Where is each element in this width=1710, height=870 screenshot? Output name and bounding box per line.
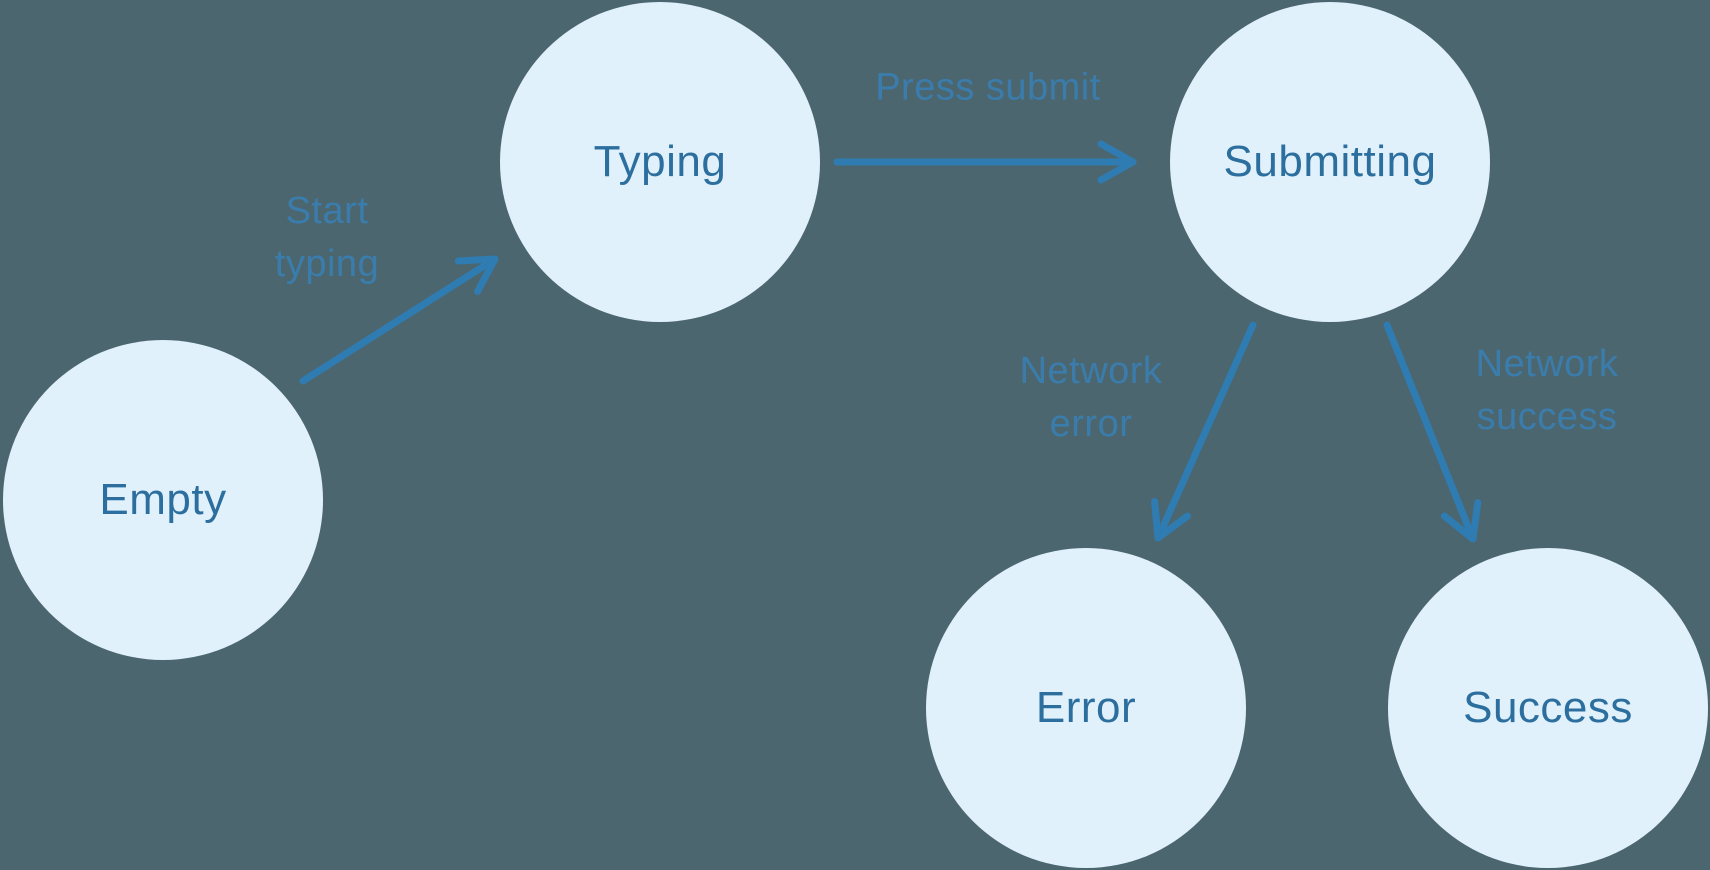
- state-node-label: Error: [1035, 683, 1137, 732]
- edge-label-network-success: Network success: [1475, 343, 1619, 438]
- state-node-label: Empty: [99, 475, 227, 524]
- state-node-success: Success: [1388, 548, 1708, 868]
- edge-label-press-submit: Press submit: [875, 66, 1101, 109]
- state-node-empty: Empty: [3, 340, 323, 660]
- state-node-label: Success: [1463, 683, 1633, 732]
- state-node-label: Submitting: [1223, 137, 1437, 186]
- state-node-label: Typing: [593, 137, 727, 186]
- state-node-submitting: Submitting: [1170, 2, 1490, 322]
- edge-label-start-typing: Start typing: [274, 190, 380, 285]
- state-node-error: Error: [926, 548, 1246, 868]
- edge-label-network-error: Network error: [1019, 350, 1163, 445]
- state-node-typing: Typing: [500, 2, 820, 322]
